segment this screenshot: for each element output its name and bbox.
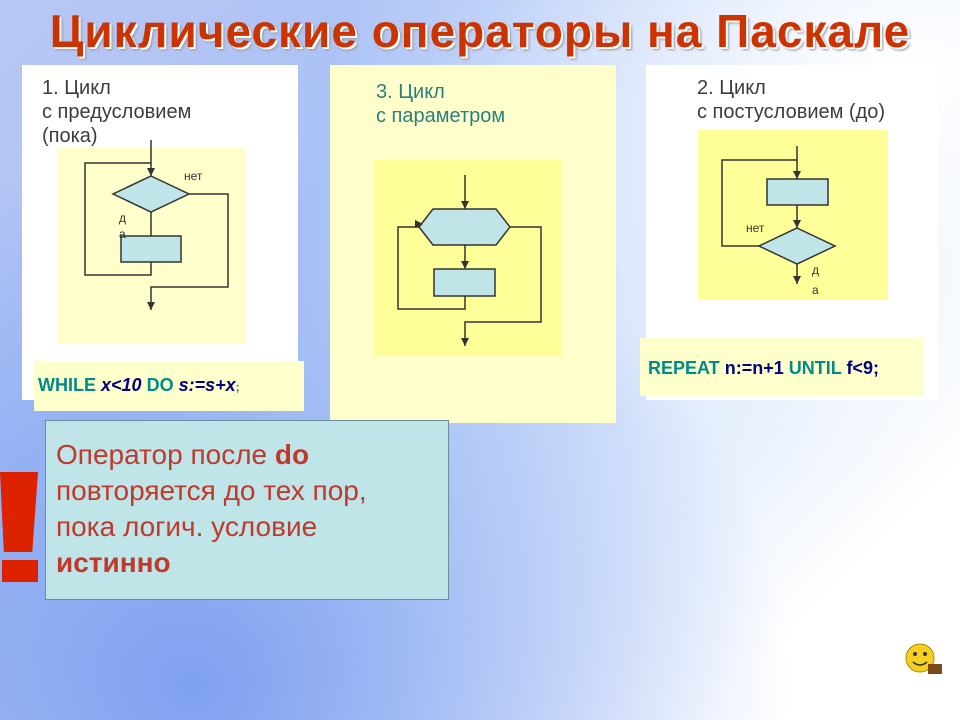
- panel2-heading-line2: с постусловием (до): [697, 101, 886, 123]
- code-stmt: n:=n+1: [724, 358, 784, 378]
- label-yes-1: д: [812, 263, 819, 277]
- panel3-heading-line2: с параметром: [376, 105, 506, 127]
- panel2-heading-line1: 2. Цикл: [697, 77, 766, 99]
- note-keyword: do: [274, 439, 310, 470]
- code-stmt: s:=s+x: [178, 375, 236, 395]
- flowchart-postcondition-bg: [698, 130, 888, 300]
- smiley-icon[interactable]: [902, 640, 946, 680]
- flowchart-parameter-bg: [374, 160, 562, 356]
- code-while: WHILE x<10 DO s:=s+x;: [34, 361, 304, 411]
- note-line3: пока логич. условие: [56, 511, 318, 542]
- panel1-heading-line2: с предусловием: [42, 101, 192, 123]
- code-semicolon: ;: [235, 380, 240, 394]
- label-yes-2: а: [812, 283, 819, 297]
- kw-while: WHILE: [38, 375, 96, 395]
- label-no: нет: [746, 221, 765, 235]
- panel1-heading-line3: (пока): [42, 125, 98, 147]
- note-line1: Оператор после do: [56, 439, 310, 470]
- kw-until: UNTIL: [788, 358, 842, 378]
- panel3-heading-line1: 3. Цикл: [376, 81, 445, 103]
- code-cond: f<9;: [846, 358, 879, 378]
- condition-diamond: [757, 227, 837, 265]
- page-title: Циклические операторы на Паскале: [49, 5, 911, 57]
- exclamation-dot: [2, 560, 38, 582]
- process-box: [433, 268, 496, 297]
- note-line4: истинно: [56, 547, 171, 578]
- process-box: [766, 178, 829, 206]
- label-no: нет: [184, 169, 203, 183]
- note-line2: повторяется до тех пор,: [56, 475, 367, 506]
- kw-repeat: REPEAT: [648, 358, 720, 378]
- note-box: Оператор после do повторяется до тех пор…: [45, 420, 449, 600]
- process-box: [120, 235, 182, 263]
- exclamation-icon: [0, 472, 38, 552]
- panel1-heading-line1: 1. Цикл: [42, 77, 111, 99]
- code-repeat: REPEAT n:=n+1 UNTIL f<9;: [640, 338, 924, 396]
- label-yes-2: а: [119, 227, 126, 241]
- code-cond: x<10: [101, 375, 142, 395]
- label-yes-1: д: [119, 211, 126, 225]
- kw-do: DO: [146, 375, 174, 395]
